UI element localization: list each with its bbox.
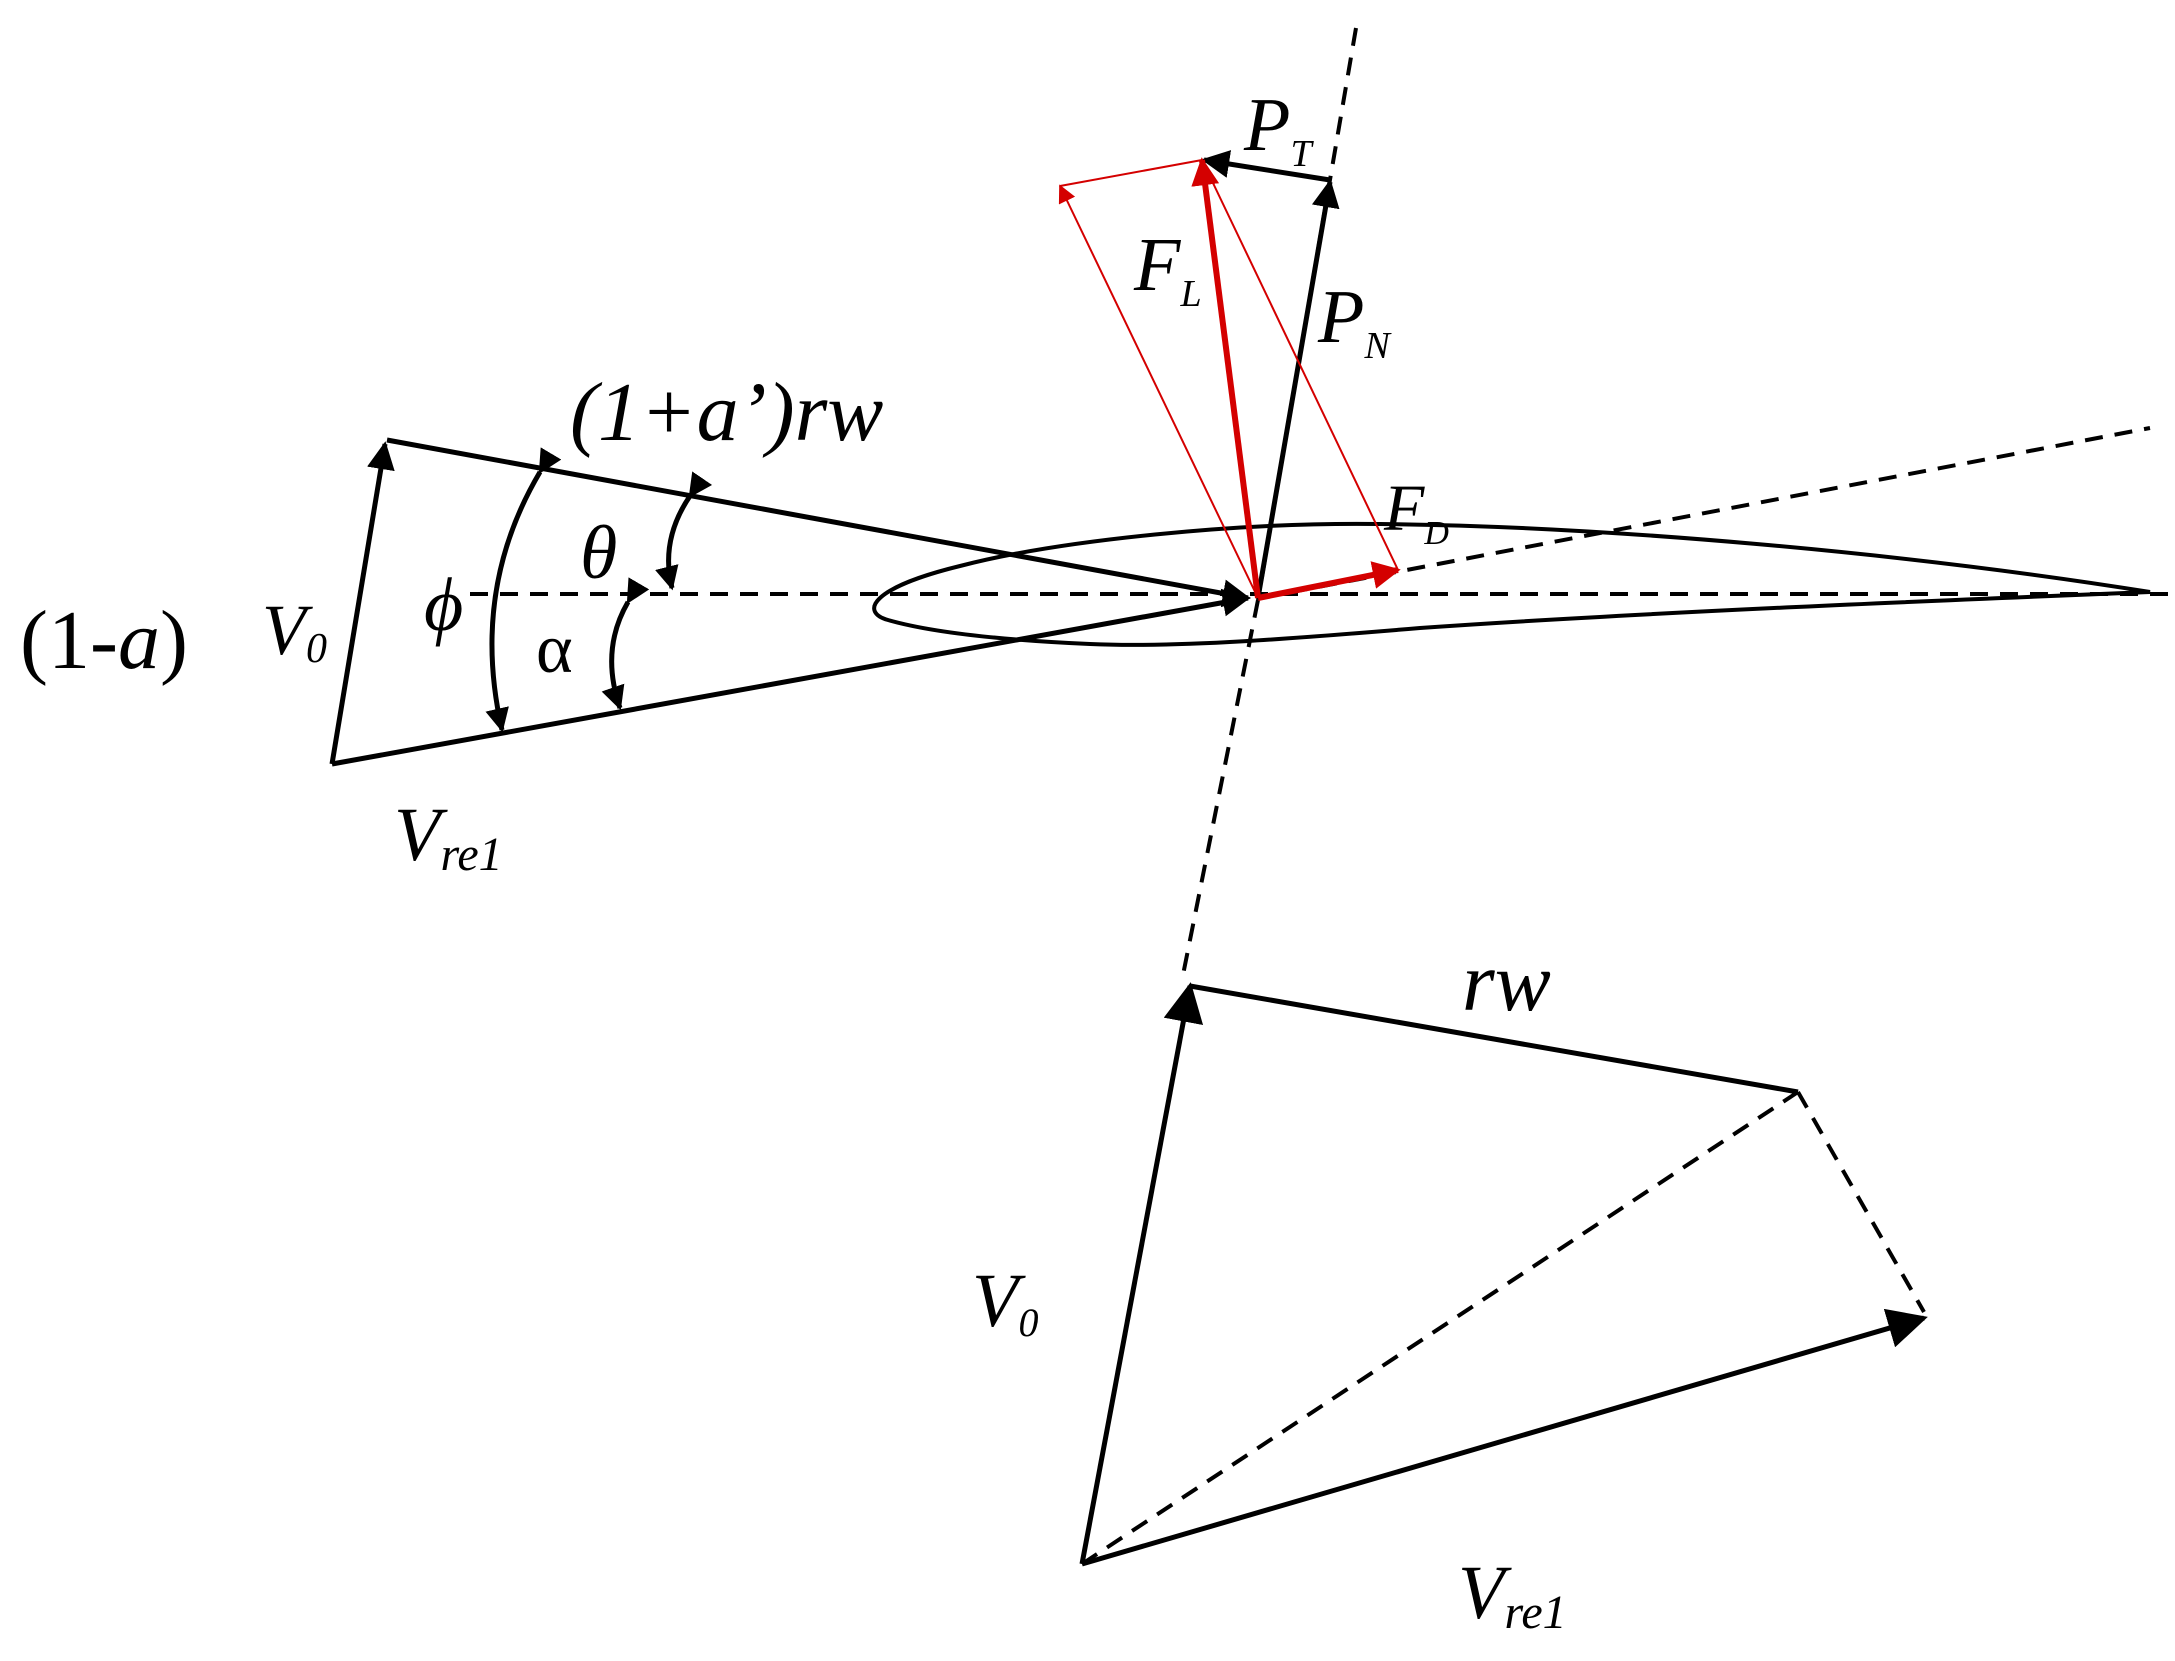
label-fl: FL (1133, 223, 1202, 315)
label-theta: θ (580, 511, 617, 595)
label-one-minus-a: (1-a) (20, 594, 188, 687)
lower-dashed-side (1796, 1091, 1926, 1313)
tangential-force-vector (1201, 150, 1331, 183)
label-pt: PT (1243, 83, 1314, 175)
parallelogram-top (1059, 159, 1203, 187)
lower-relative-velocity-vector (1081, 1308, 1928, 1567)
drag-force-vector (1257, 561, 1401, 601)
normal-force-vector (1255, 179, 1340, 599)
parallelogram-right (1201, 159, 1399, 571)
label-one-plus-a-prime-rw: (1+a’)rw (570, 366, 883, 459)
lower-rotational-velocity-line (1189, 983, 1799, 1095)
alpha-angle-arc (601, 577, 650, 711)
lift-force-vector (1191, 157, 1261, 599)
phi-angle-arc (485, 447, 562, 733)
label-v0-lower: V0 (972, 1259, 1038, 1345)
label-rw: rw (1462, 936, 1551, 1029)
label-v0-upper: V0 (262, 590, 327, 672)
resultant-force-vector (1058, 184, 1259, 599)
label-vrel-upper: Vre1 (394, 793, 503, 881)
label-vrel-lower: Vre1 (1458, 1551, 1567, 1639)
axial-velocity-vector (329, 441, 395, 765)
lower-inflow-velocity-vector (1079, 982, 1204, 1565)
label-alpha: α (536, 611, 573, 688)
relative-wind-extension (1259, 426, 2151, 600)
relative-velocity-vector (331, 588, 1251, 767)
rotor-plane-line-lower (1180, 599, 1260, 981)
airfoil-outline (872, 521, 2151, 647)
theta-angle-arc (655, 471, 713, 591)
label-pn: PN (1317, 275, 1392, 367)
label-fd: FD (1383, 472, 1449, 552)
label-phi: ϕ (424, 563, 463, 647)
lower-dashed-diagonal (1080, 1090, 1800, 1566)
